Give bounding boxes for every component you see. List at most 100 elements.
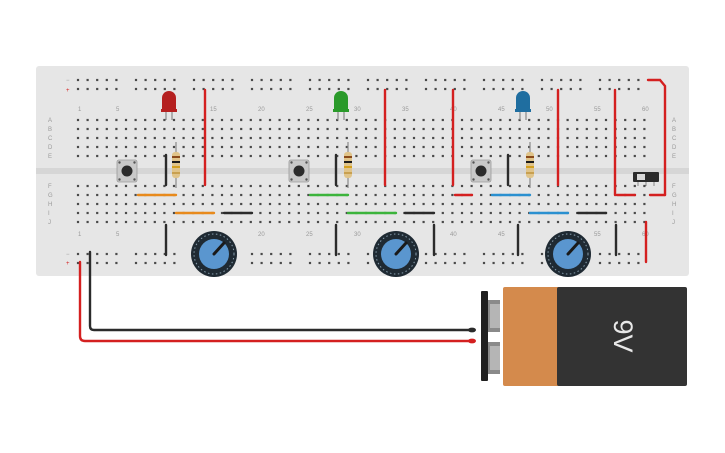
- breadboard-hole[interactable]: [230, 154, 233, 158]
- breadboard-hole[interactable]: [595, 145, 598, 149]
- breadboard-hole[interactable]: [637, 261, 640, 265]
- breadboard-hole[interactable]: [355, 127, 358, 131]
- breadboard-hole[interactable]: [201, 202, 204, 206]
- breadboard-hole[interactable]: [355, 202, 358, 206]
- breadboard-hole[interactable]: [328, 252, 331, 256]
- breadboard-hole[interactable]: [297, 193, 300, 197]
- breadboard-hole[interactable]: [374, 154, 377, 158]
- breadboard-hole[interactable]: [528, 136, 531, 140]
- breadboard-hole[interactable]: [608, 261, 611, 265]
- breadboard-hole[interactable]: [604, 184, 608, 188]
- breadboard-hole[interactable]: [540, 252, 544, 256]
- breadboard-hole[interactable]: [144, 220, 147, 224]
- breadboard-hole[interactable]: [336, 118, 339, 122]
- breadboard-hole[interactable]: [566, 220, 569, 224]
- breadboard-hole[interactable]: [240, 154, 243, 158]
- breadboard-hole[interactable]: [499, 184, 502, 188]
- breadboard-hole[interactable]: [347, 78, 350, 82]
- breadboard-hole[interactable]: [345, 136, 348, 140]
- breadboard-hole[interactable]: [643, 211, 646, 215]
- breadboard-hole[interactable]: [124, 220, 128, 224]
- breadboard-hole[interactable]: [337, 78, 340, 82]
- breadboard-hole[interactable]: [345, 202, 348, 206]
- breadboard-hole[interactable]: [432, 136, 435, 140]
- breadboard-hole[interactable]: [297, 211, 300, 215]
- breadboard-hole[interactable]: [499, 127, 502, 131]
- breadboard-hole[interactable]: [489, 127, 492, 131]
- breadboard-hole[interactable]: [115, 220, 118, 224]
- breadboard-hole[interactable]: [502, 252, 505, 256]
- breadboard-hole[interactable]: [412, 145, 416, 149]
- breadboard-hole[interactable]: [212, 78, 215, 82]
- breadboard-hole[interactable]: [393, 193, 396, 197]
- breadboard-hole[interactable]: [637, 252, 640, 256]
- breadboard-hole[interactable]: [633, 136, 636, 140]
- breadboard-hole[interactable]: [76, 78, 80, 82]
- breadboard-hole[interactable]: [134, 145, 137, 149]
- breadboard-hole[interactable]: [154, 78, 157, 82]
- breadboard-hole[interactable]: [412, 118, 416, 122]
- breadboard-hole[interactable]: [604, 145, 608, 149]
- breadboard-hole[interactable]: [260, 78, 263, 82]
- breadboard-hole[interactable]: [537, 220, 540, 224]
- breadboard-hole[interactable]: [134, 252, 138, 256]
- breadboard-hole[interactable]: [250, 252, 254, 256]
- breadboard-hole[interactable]: [76, 184, 80, 188]
- breadboard-hole[interactable]: [316, 145, 320, 149]
- breadboard-hole[interactable]: [412, 193, 416, 197]
- breadboard-hole[interactable]: [134, 154, 137, 158]
- breadboard-hole[interactable]: [576, 220, 579, 224]
- breadboard-hole[interactable]: [297, 127, 300, 131]
- breadboard-hole[interactable]: [259, 220, 262, 224]
- breadboard-hole[interactable]: [220, 136, 224, 140]
- breadboard-hole[interactable]: [511, 78, 514, 82]
- breadboard-hole[interactable]: [259, 211, 262, 215]
- breadboard-hole[interactable]: [297, 184, 300, 188]
- breadboard-hole[interactable]: [288, 127, 291, 131]
- breadboard-hole[interactable]: [374, 145, 377, 149]
- breadboard-hole[interactable]: [318, 252, 321, 256]
- breadboard-hole[interactable]: [96, 145, 99, 149]
- breadboard-hole[interactable]: [643, 145, 646, 149]
- breadboard-hole[interactable]: [182, 145, 185, 149]
- breadboard-hole[interactable]: [345, 127, 348, 131]
- breadboard-hole[interactable]: [637, 87, 640, 91]
- breadboard-hole[interactable]: [105, 193, 108, 197]
- breadboard-hole[interactable]: [201, 154, 204, 158]
- breadboard-hole[interactable]: [259, 184, 262, 188]
- breadboard-hole[interactable]: [643, 136, 646, 140]
- breadboard-hole[interactable]: [540, 78, 544, 82]
- breadboard-hole[interactable]: [337, 87, 340, 91]
- breadboard-hole[interactable]: [173, 261, 176, 265]
- breadboard-hole[interactable]: [288, 154, 291, 158]
- battery-9v[interactable]: 9V: [481, 287, 687, 386]
- breadboard-hole[interactable]: [405, 87, 408, 91]
- breadboard-hole[interactable]: [480, 118, 483, 122]
- breadboard-hole[interactable]: [337, 252, 340, 256]
- breadboard-hole[interactable]: [412, 127, 416, 131]
- breadboard-hole[interactable]: [96, 127, 99, 131]
- breadboard-hole[interactable]: [318, 78, 321, 82]
- breadboard-hole[interactable]: [355, 154, 358, 158]
- breadboard-hole[interactable]: [328, 87, 331, 91]
- breadboard-hole[interactable]: [220, 145, 224, 149]
- breadboard-hole[interactable]: [386, 78, 389, 82]
- breadboard-hole[interactable]: [579, 87, 582, 91]
- breadboard-hole[interactable]: [289, 78, 292, 82]
- breadboard-hole[interactable]: [618, 252, 621, 256]
- breadboard-hole[interactable]: [633, 127, 636, 131]
- breadboard-hole[interactable]: [289, 252, 292, 256]
- breadboard-hole[interactable]: [422, 184, 425, 188]
- breadboard-hole[interactable]: [268, 193, 272, 197]
- breadboard-hole[interactable]: [192, 154, 195, 158]
- breadboard-hole[interactable]: [249, 193, 252, 197]
- breadboard-hole[interactable]: [480, 211, 483, 215]
- breadboard-hole[interactable]: [76, 145, 80, 149]
- breadboard-hole[interactable]: [403, 184, 406, 188]
- breadboard-hole[interactable]: [278, 127, 281, 131]
- breadboard-hole[interactable]: [328, 78, 331, 82]
- potentiometer-knob[interactable]: [545, 231, 591, 277]
- breadboard-hole[interactable]: [192, 202, 195, 206]
- breadboard-hole[interactable]: [220, 127, 224, 131]
- breadboard-hole[interactable]: [211, 154, 214, 158]
